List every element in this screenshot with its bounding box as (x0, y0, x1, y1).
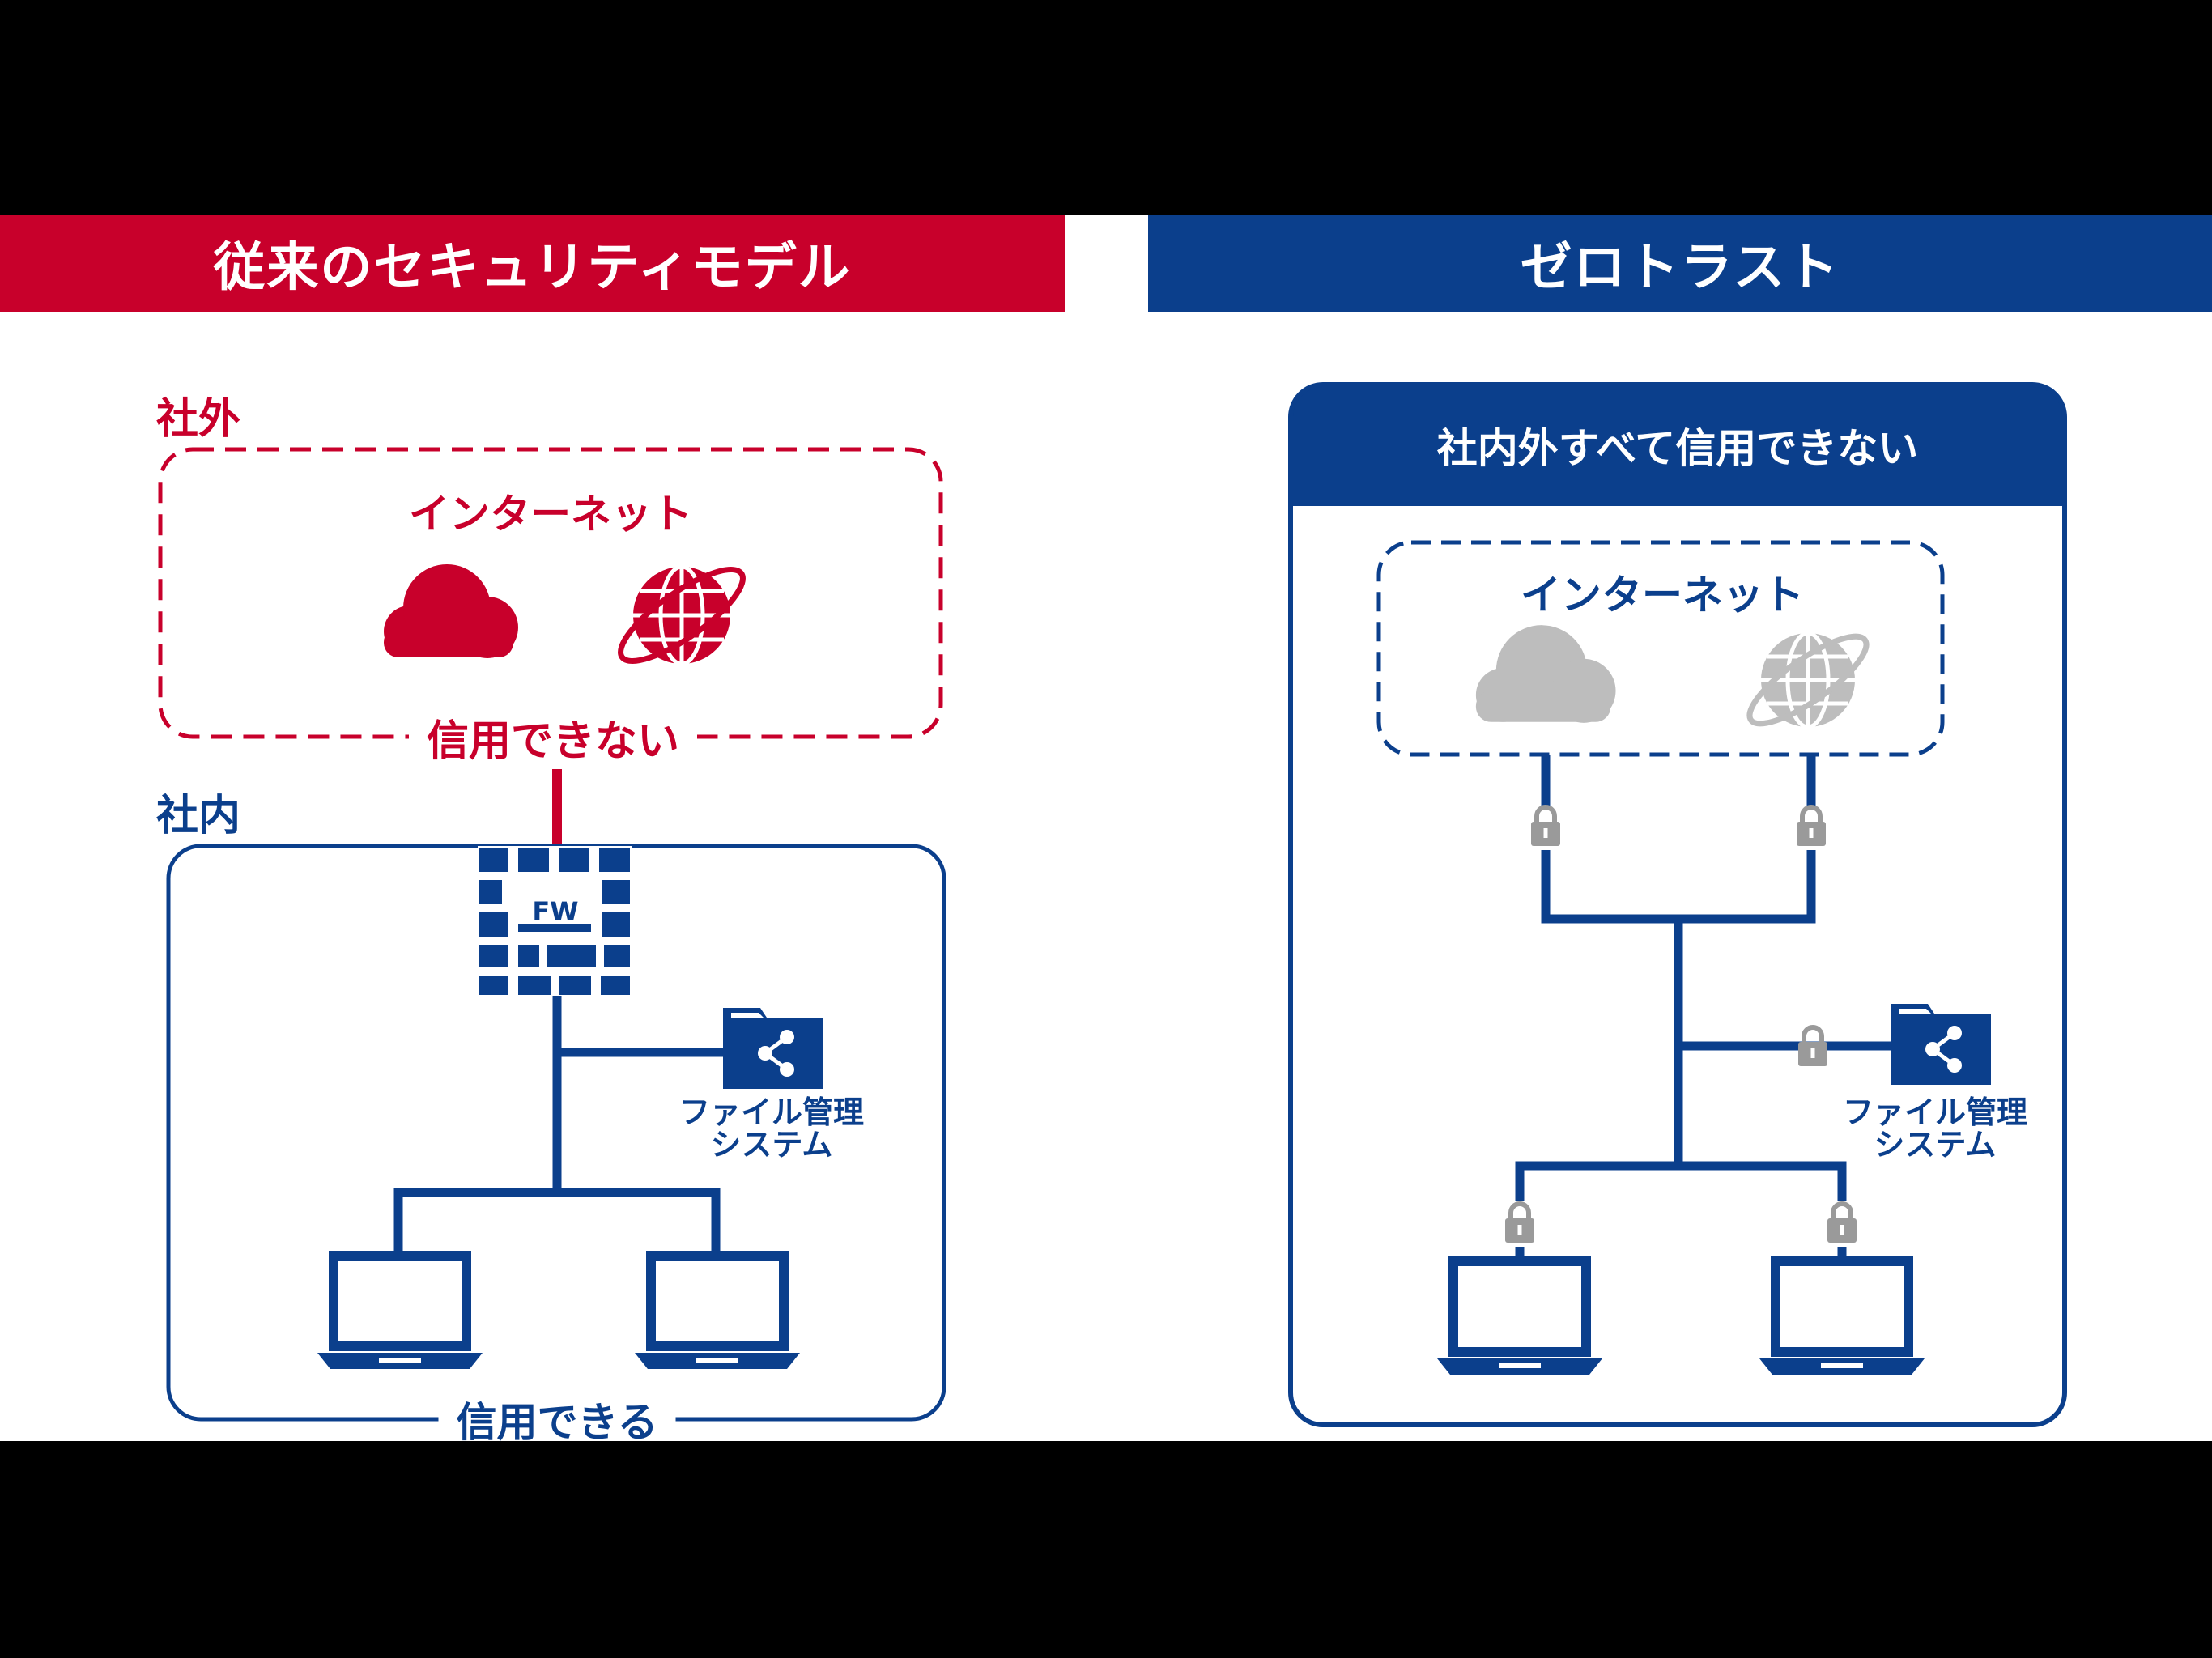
cloud-icon (384, 564, 518, 658)
firewall-label: FW (532, 896, 579, 927)
file-system-label-line2: システム (1874, 1126, 1997, 1163)
file-system-label-line2: システム (710, 1126, 833, 1163)
internal-network-lines (393, 996, 729, 1259)
zero-trust-header-text: 社内外すべて信用できない (1436, 425, 1919, 472)
internet-label-zero-trust: インターネット (1521, 572, 1804, 619)
shared-folder-icon (1891, 1004, 1991, 1085)
zero-trust-header: 社内外すべて信用できない (1291, 385, 2065, 506)
lock-icon (1797, 807, 1826, 846)
globe-icon (618, 564, 746, 666)
traditional-model-title: 従来のセキュリティモデル (213, 238, 852, 298)
file-system-label-zero-trust: ファイル管理 システム (1842, 1095, 2028, 1163)
zero-trust-title: ゼロトラスト (1520, 238, 1840, 298)
file-system-label: ファイル管理 システム (678, 1095, 865, 1163)
laptop-icon (1759, 1261, 1925, 1375)
outside-label: 社外 (156, 395, 241, 444)
shared-folder-icon (723, 1008, 823, 1089)
diagram-stage: 従来のセキュリティモデル ゼロトラスト 社内外すべて信用できない (0, 215, 2212, 1441)
laptop-icon (1437, 1261, 1602, 1375)
laptop-icon (635, 1256, 800, 1369)
zero-trust-boundary (1288, 382, 2067, 1427)
lock-icon (1798, 1027, 1827, 1066)
globe-icon (1746, 631, 1870, 729)
lock-icon (1827, 1204, 1857, 1243)
internet-label: インターネット (409, 491, 692, 538)
lock-icon (1531, 807, 1560, 846)
zero-trust-network-lines (1515, 755, 1895, 1259)
lock-icon (1505, 1204, 1534, 1243)
file-system-label-line1: ファイル管理 (1842, 1095, 2028, 1130)
internet-boundary (1376, 540, 1945, 757)
file-system-label-line1: ファイル管理 (678, 1095, 865, 1130)
firewall-icon (478, 846, 632, 996)
zero-trust-banner: ゼロトラスト (1148, 215, 2212, 312)
inside-label: 社内 (156, 792, 241, 840)
trusted-label: 信用できる (438, 1390, 676, 1441)
network-diagram (158, 382, 2067, 1427)
untrusted-label: 信用できない (408, 707, 698, 767)
traditional-model-banner: 従来のセキュリティモデル (0, 215, 1065, 312)
laptop-icon (317, 1256, 483, 1369)
cloud-icon (1475, 625, 1616, 723)
